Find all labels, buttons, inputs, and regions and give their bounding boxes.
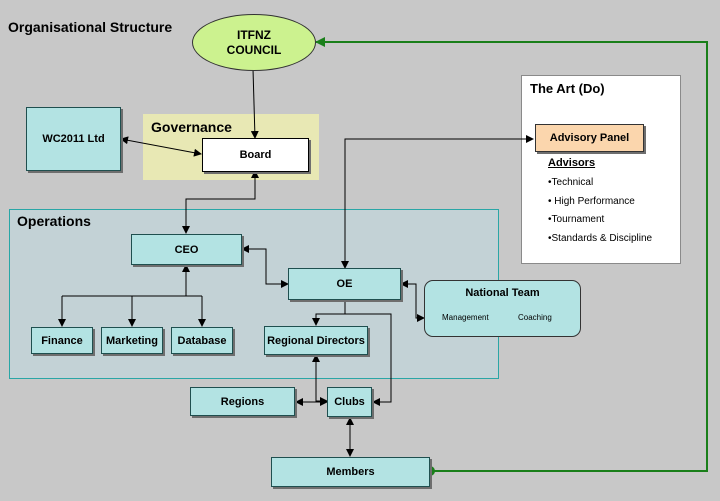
clubs-node: Clubs: [327, 387, 372, 417]
operations-label: Operations: [17, 213, 91, 229]
advisor-item: • High Performance: [548, 196, 635, 207]
advisor-item: •Standards & Discipline: [548, 233, 653, 244]
ceo-node: CEO: [131, 234, 242, 265]
advisors-label: Advisors: [548, 157, 596, 169]
itfnz-council-node: ITFNZ COUNCIL: [192, 14, 316, 71]
advisor-item: •Technical: [548, 177, 594, 188]
members-node: Members: [271, 457, 430, 487]
governance-label: Governance: [151, 119, 232, 135]
wc2011-node: WC2011 Ltd: [26, 107, 121, 171]
art-panel: [521, 75, 681, 264]
database-node: Database: [171, 327, 233, 354]
national-team-management: Management: [442, 313, 489, 322]
page-title: Organisational Structure: [8, 19, 173, 35]
national-team-node: [424, 280, 581, 337]
finance-node: Finance: [31, 327, 93, 354]
oe-node: OE: [288, 268, 401, 300]
council-line1: ITFNZ: [237, 27, 271, 42]
regions-node: Regions: [190, 387, 295, 416]
board-node: Board: [202, 138, 309, 172]
national-team-coaching: Coaching: [518, 313, 552, 322]
council-line2: COUNCIL: [226, 42, 282, 57]
art-title: The Art (Do): [530, 81, 605, 96]
national-team-title: National Team: [465, 287, 540, 299]
advisor-item: •Tournament: [548, 214, 605, 225]
regional-directors-node: Regional Directors: [264, 326, 368, 355]
advisory-panel-node: Advisory Panel: [535, 124, 644, 152]
marketing-node: Marketing: [101, 327, 163, 354]
